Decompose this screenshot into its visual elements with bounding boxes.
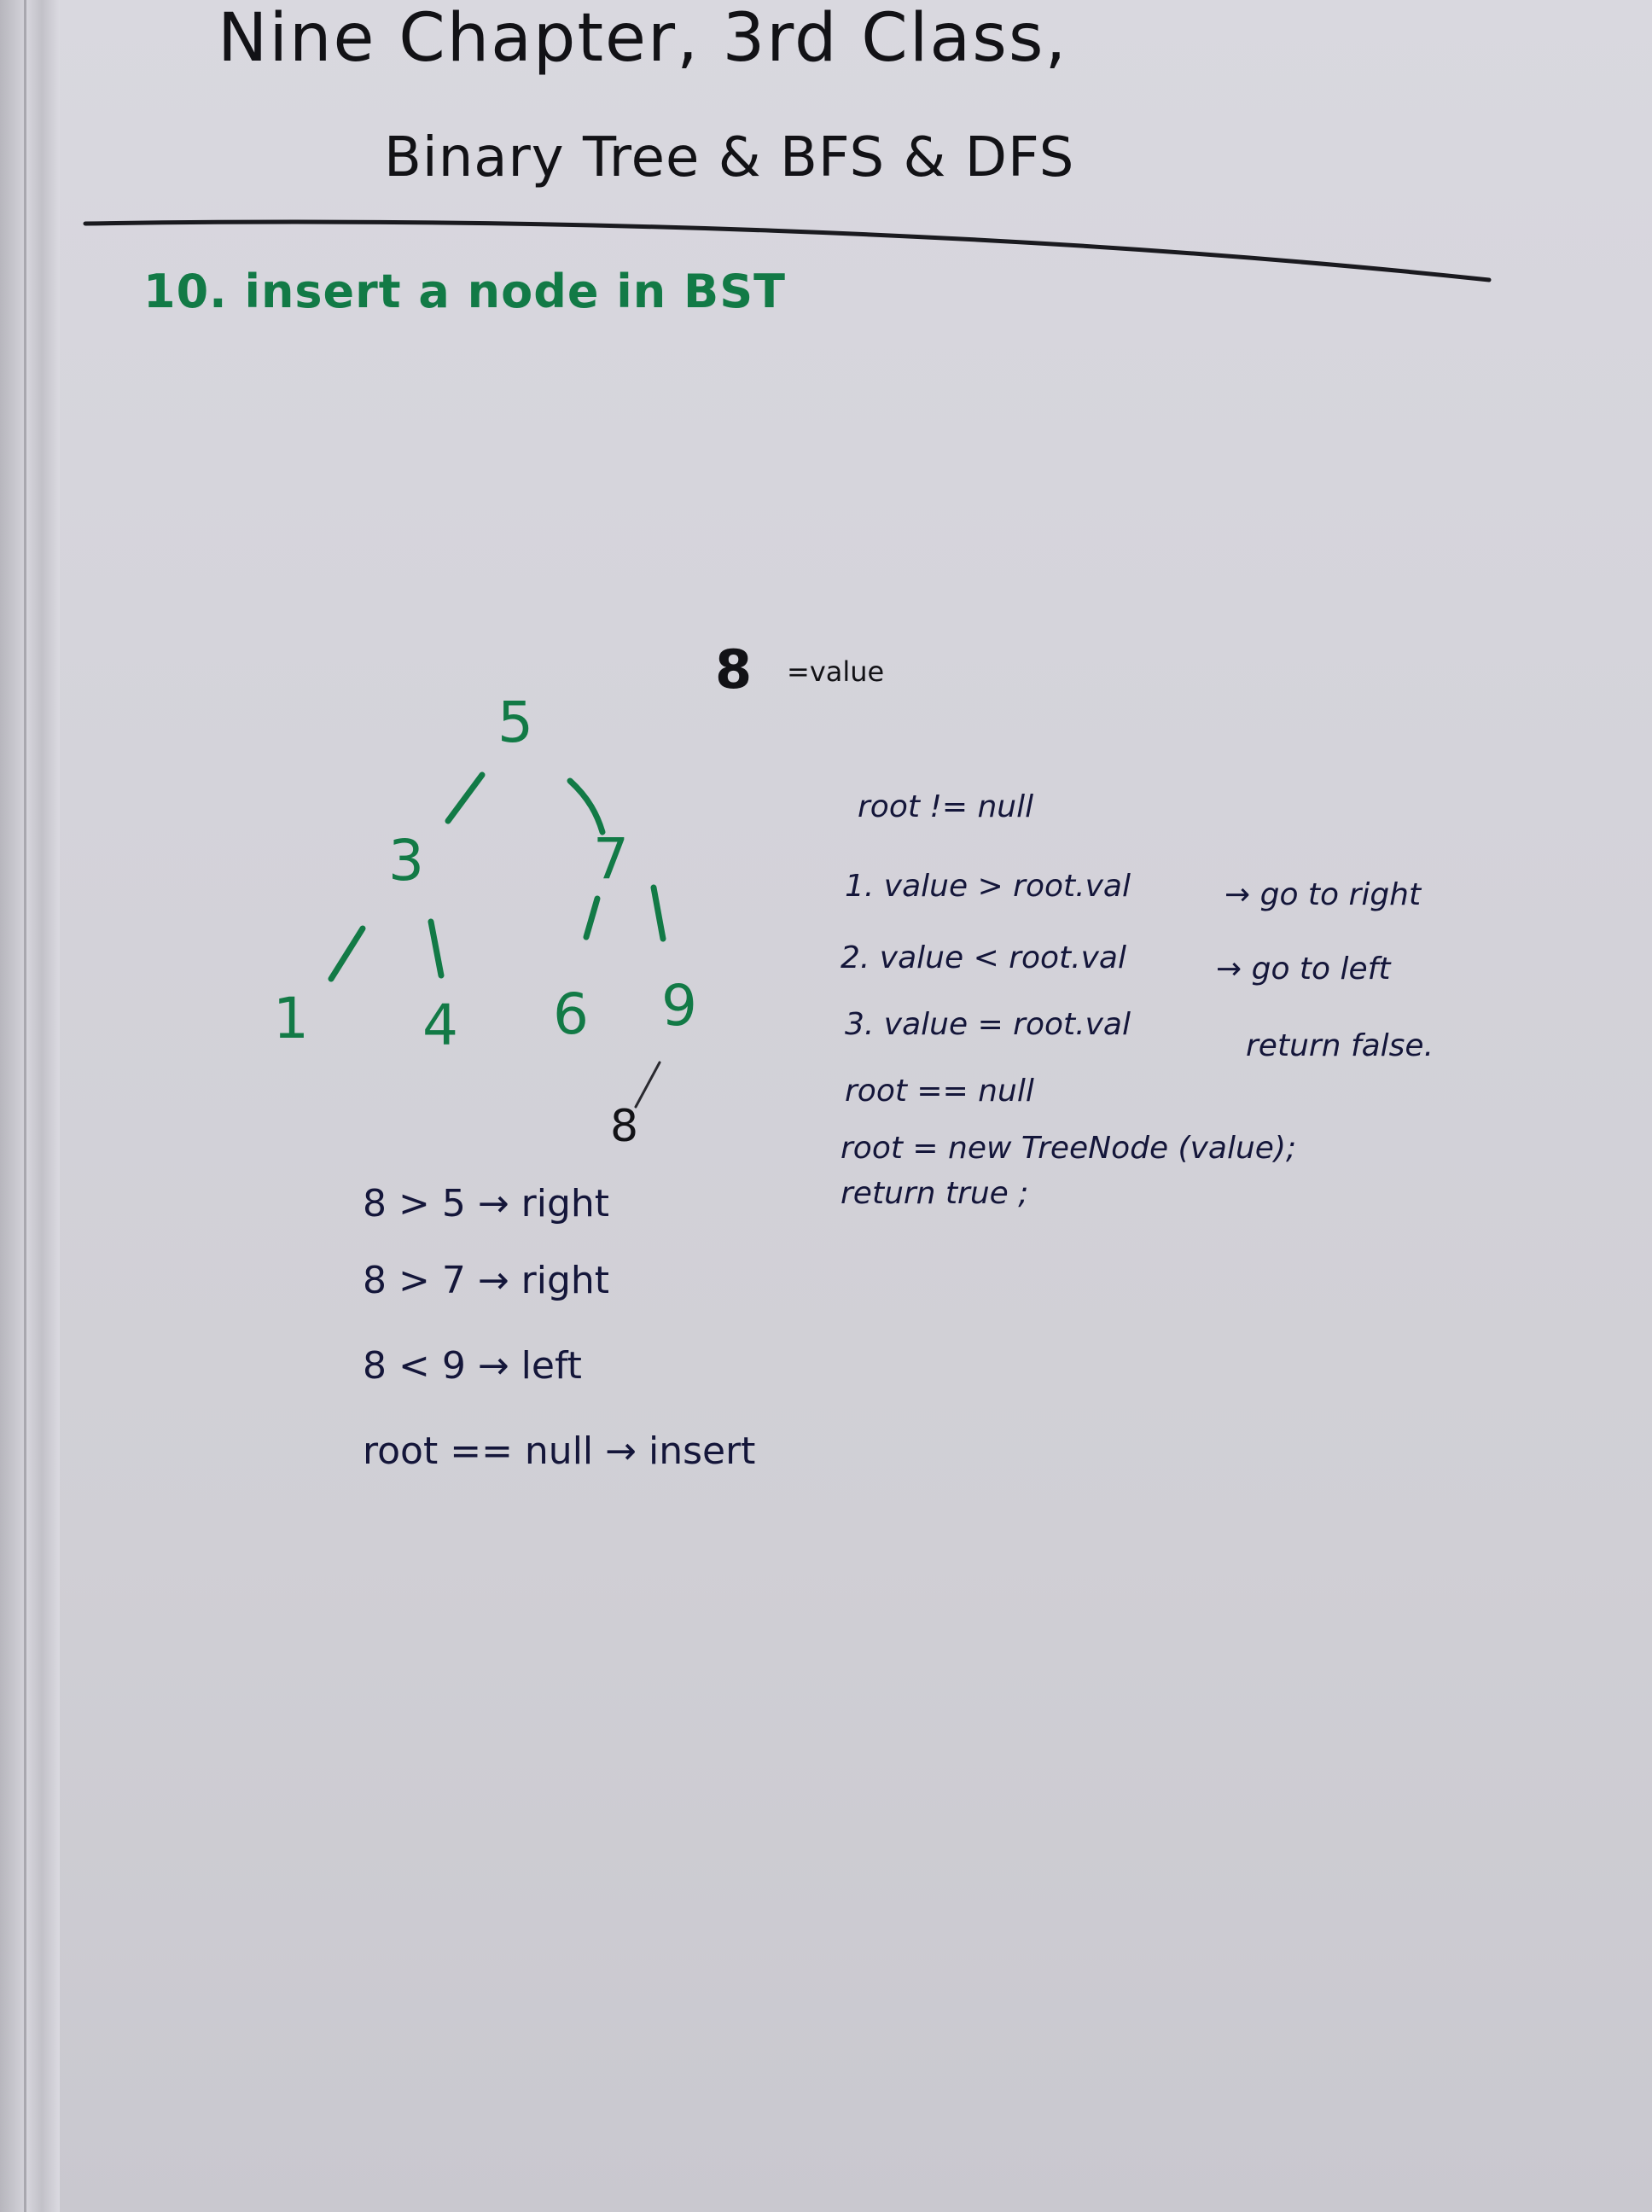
rule-3-action: return false. [1246,1028,1434,1063]
tree-node-right-right: 9 [661,973,697,1039]
tree-node-right-left: 6 [553,981,589,1047]
trace-step-4: root == null → insert [363,1429,756,1473]
board-subtitle: Binary Tree & BFS & DFS [384,126,1075,189]
insert-value-label: =value [787,655,885,688]
tree-node-left-right: 4 [422,992,458,1058]
rule-null-case: root == null [845,1074,1034,1109]
divider-line [83,219,1492,282]
trace-step-1: 8 > 5 → right [363,1182,610,1225]
rule-return: return true ; [841,1176,1029,1211]
tree-node-left-left: 1 [273,986,309,1051]
edge-5-3 [445,771,486,824]
tree-node-root: 5 [497,690,533,755]
trace-step-3: 8 < 9 → left [363,1344,582,1388]
edge-7-6 [583,895,601,940]
insert-value-number: 8 [715,638,753,701]
edge-7-9 [650,884,666,942]
rule-condition: root != null [858,789,1034,824]
tree-node-right: 7 [593,826,629,892]
trace-step-2: 8 > 7 → right [363,1259,610,1302]
edge-5-7 [567,777,606,835]
edge-3-4 [428,918,445,979]
edge-9-8 [634,1061,661,1109]
tree-node-left: 3 [388,828,424,894]
section-heading: 10. insert a node in BST [143,265,786,318]
rule-2-action: → go to left [1216,952,1391,987]
board-title: Nine Chapter, 3rd Class, [218,0,1068,77]
rule-assign: root = new TreeNode (value); [841,1131,1297,1166]
whiteboard-frame [0,0,60,2212]
rule-2-condition: 2. value < root.val [841,940,1126,975]
edge-3-1 [328,925,366,982]
rule-1-action: → go to right [1224,877,1422,912]
rule-1-condition: 1. value > root.val [845,869,1131,904]
rule-3-condition: 3. value = root.val [845,1007,1131,1042]
tree-node-inserted: 8 [610,1101,639,1152]
